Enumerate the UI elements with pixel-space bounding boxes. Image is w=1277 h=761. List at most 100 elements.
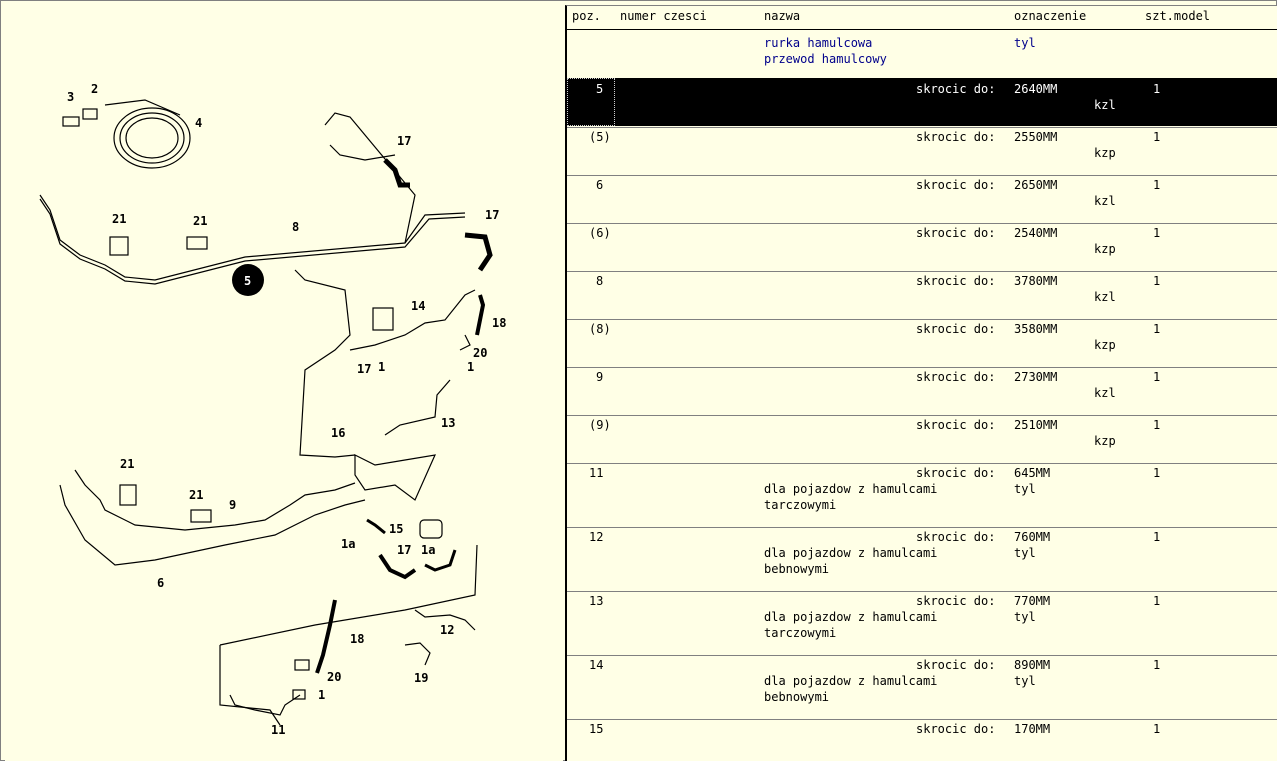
row-value: 2510MM: [1014, 418, 1058, 432]
callout-label: 1: [378, 360, 385, 374]
row-text: skrocic do:: [916, 722, 996, 736]
row-text: skrocic do:: [916, 370, 996, 384]
row-pos: 13: [589, 594, 604, 608]
row-code: kzl: [1094, 290, 1116, 304]
row-qty: 1: [1153, 322, 1161, 336]
row-text: skrocic do:: [916, 594, 996, 608]
group-heading: rurka hamulcowa przewod hamulcowy tyl: [567, 36, 1277, 74]
col-header-designation[interactable]: oznaczenie: [1014, 9, 1087, 23]
row-code: kzp: [1094, 434, 1116, 448]
row-pos: 8: [596, 274, 604, 288]
callout-label: 9: [229, 498, 236, 512]
callout-label: 18: [492, 316, 506, 330]
row-code: kzp: [1094, 338, 1116, 352]
row-text: skrocic do:: [916, 130, 996, 144]
row-qty: 1: [1153, 178, 1161, 192]
row-note-designation: tyl: [1014, 674, 1036, 688]
callout-label: 3: [67, 90, 74, 104]
row-qty: 1: [1153, 370, 1161, 384]
parts-list[interactable]: poz. numer czesci nazwa oznaczenie szt.m…: [565, 5, 1277, 761]
row-value: 890MM: [1014, 658, 1051, 672]
row-pos: 14: [589, 658, 604, 672]
callout-5-selected-marker[interactable]: [232, 264, 264, 296]
row-note-line1: dla pojazdow z hamulcami: [764, 674, 938, 688]
row-value: 2640MM: [1014, 82, 1058, 96]
table-row[interactable]: (8) skrocic do: 3580MM kzp 1: [567, 322, 1277, 366]
row-text: skrocic do:: [916, 226, 996, 240]
parts-diagram[interactable]: 3 2 4 17 21 21 8 17 5 14 18 17 1 20 1 13…: [5, 5, 563, 761]
col-header-pos[interactable]: poz.: [572, 9, 601, 23]
callout-label: 16: [331, 426, 345, 440]
callout-label: 1: [318, 688, 325, 702]
col-header-part-number[interactable]: numer czesci: [620, 9, 707, 23]
table-row[interactable]: 14 skrocic do: 890MM 1 dla pojazdow z ha…: [567, 658, 1277, 718]
col-header-name[interactable]: nazwa: [764, 9, 801, 23]
callout-label: 2: [91, 82, 98, 96]
row-pos: 11: [589, 466, 604, 480]
row-value: 3780MM: [1014, 274, 1058, 288]
callout-label: 21: [193, 214, 207, 228]
row-qty: 1: [1153, 274, 1161, 288]
row-text: skrocic do:: [916, 82, 996, 96]
callout-label: 20: [473, 346, 487, 360]
row-value: 170MM: [1014, 722, 1051, 736]
col-header-qty-model[interactable]: szt.model: [1145, 9, 1211, 23]
row-text: skrocic do:: [916, 658, 996, 672]
row-value: 2550MM: [1014, 130, 1058, 144]
row-code: kzl: [1094, 194, 1116, 208]
table-row[interactable]: (5) skrocic do: 2550MM kzp 1: [567, 130, 1277, 174]
table-row[interactable]: (6) skrocic do: 2540MM kzp 1: [567, 226, 1277, 270]
row-pos: (6): [589, 226, 611, 240]
brake-lines-illustration: 3 2 4 17 21 21 8 17 5 14 18 17 1 20 1 13…: [39, 82, 506, 737]
row-qty: 1: [1153, 226, 1161, 240]
callout-label: 5: [244, 274, 251, 288]
row-pos: 5: [596, 82, 604, 96]
row-text: skrocic do:: [916, 466, 996, 480]
row-note-designation: tyl: [1014, 546, 1036, 560]
table-row[interactable]: 13 skrocic do: 770MM 1 dla pojazdow z ha…: [567, 594, 1277, 654]
table-row[interactable]: 9 skrocic do: 2730MM kzl 1: [567, 370, 1277, 414]
row-value: 2730MM: [1014, 370, 1058, 384]
row-value: 3580MM: [1014, 322, 1058, 336]
row-code: kzl: [1094, 98, 1116, 112]
row-note-line2: bebnowymi: [764, 690, 830, 704]
callout-label: 12: [440, 623, 454, 637]
row-text: skrocic do:: [916, 274, 996, 288]
callout-label: 17: [485, 208, 499, 222]
row-qty: 1: [1153, 466, 1161, 480]
callout-label: 11: [271, 723, 285, 737]
row-qty: 1: [1153, 594, 1161, 608]
callout-label: 17: [397, 543, 411, 557]
callout-label: 15: [389, 522, 403, 536]
callout-label: 4: [195, 116, 202, 130]
callout-label: 21: [112, 212, 126, 226]
row-code: kzp: [1094, 146, 1116, 160]
row-text: skrocic do:: [916, 178, 996, 192]
group-name-line2: przewod hamulcowy: [764, 52, 887, 66]
callout-label: 1a: [341, 537, 355, 551]
parts-list-header: poz. numer czesci nazwa oznaczenie szt.m…: [567, 6, 1277, 30]
row-qty: 1: [1153, 658, 1161, 672]
callout-label: 1a: [421, 543, 435, 557]
row-value: 770MM: [1014, 594, 1051, 608]
table-row[interactable]: 6 skrocic do: 2650MM kzl 1: [567, 178, 1277, 222]
group-name-line1: rurka hamulcowa: [764, 36, 873, 50]
callout-label: 21: [189, 488, 203, 502]
row-qty: 1: [1153, 130, 1161, 144]
table-row[interactable]: (9) skrocic do: 2510MM kzp 1: [567, 418, 1277, 462]
row-pos: (5): [589, 130, 611, 144]
row-text: skrocic do:: [916, 418, 996, 432]
callout-label: 14: [411, 299, 425, 313]
row-note-line1: dla pojazdow z hamulcami: [764, 482, 938, 496]
row-note-line2: tarczowymi: [764, 498, 837, 512]
table-row[interactable]: 8 skrocic do: 3780MM kzl 1: [567, 274, 1277, 318]
row-pos: 6: [596, 178, 604, 192]
table-row[interactable]: 11 skrocic do: 645MM 1 dla pojazdow z ha…: [567, 466, 1277, 526]
table-row[interactable]: 15 skrocic do: 170MM 1: [567, 722, 1277, 752]
table-row-selected[interactable]: 5 skrocic do: 2640MM kzl 1: [567, 78, 1277, 126]
row-qty: 1: [1153, 530, 1161, 544]
row-value: 645MM: [1014, 466, 1051, 480]
row-pos: 9: [596, 370, 604, 384]
callout-label: 21: [120, 457, 134, 471]
table-row[interactable]: 12 skrocic do: 760MM 1 dla pojazdow z ha…: [567, 530, 1277, 590]
